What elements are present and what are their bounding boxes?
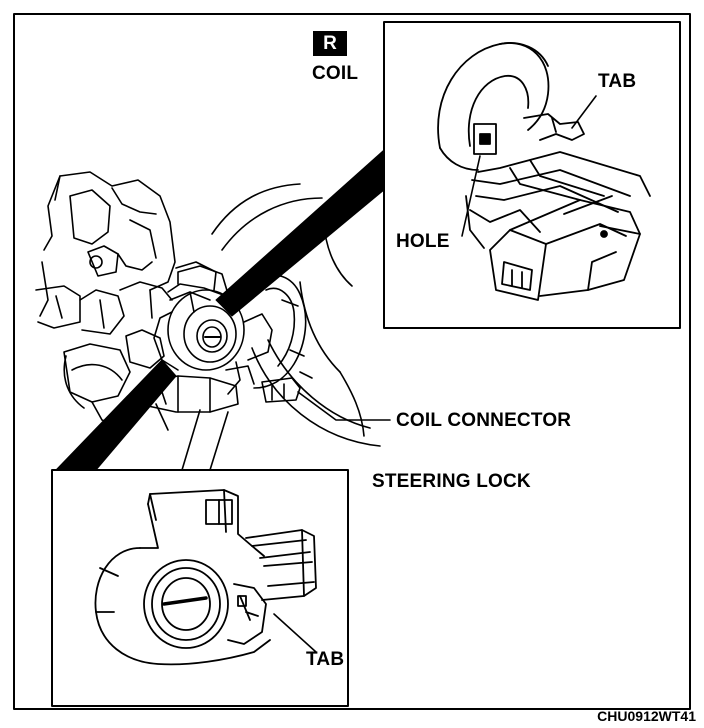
steering-column-drawing: [35, 171, 381, 471]
outer-frame: [13, 13, 691, 710]
hole-label: HOLE: [396, 231, 450, 252]
tab-leader-top: [571, 95, 597, 129]
steering-lock-inset-drawing: [94, 489, 317, 666]
coil-connector-leader: [297, 391, 391, 421]
callout-wedge-lock: [55, 359, 177, 471]
coil-connector-label: COIL CONNECTOR: [396, 410, 572, 431]
steering-lock-label: STEERING LOCK: [372, 471, 531, 492]
tab-label-top: TAB: [598, 71, 637, 92]
section-badge: R: [313, 31, 347, 56]
figure-code: CHU0912WT41: [597, 708, 696, 724]
tab-label-bottom: TAB: [306, 649, 345, 670]
coil-label: COIL: [312, 63, 359, 84]
steering-lock-inset-frame: [51, 469, 349, 707]
tab-leader-bottom: [273, 613, 317, 653]
callout-wedge-coil: [215, 149, 385, 317]
coil-inset-drawing: [437, 42, 651, 301]
hole-leader: [461, 155, 481, 237]
